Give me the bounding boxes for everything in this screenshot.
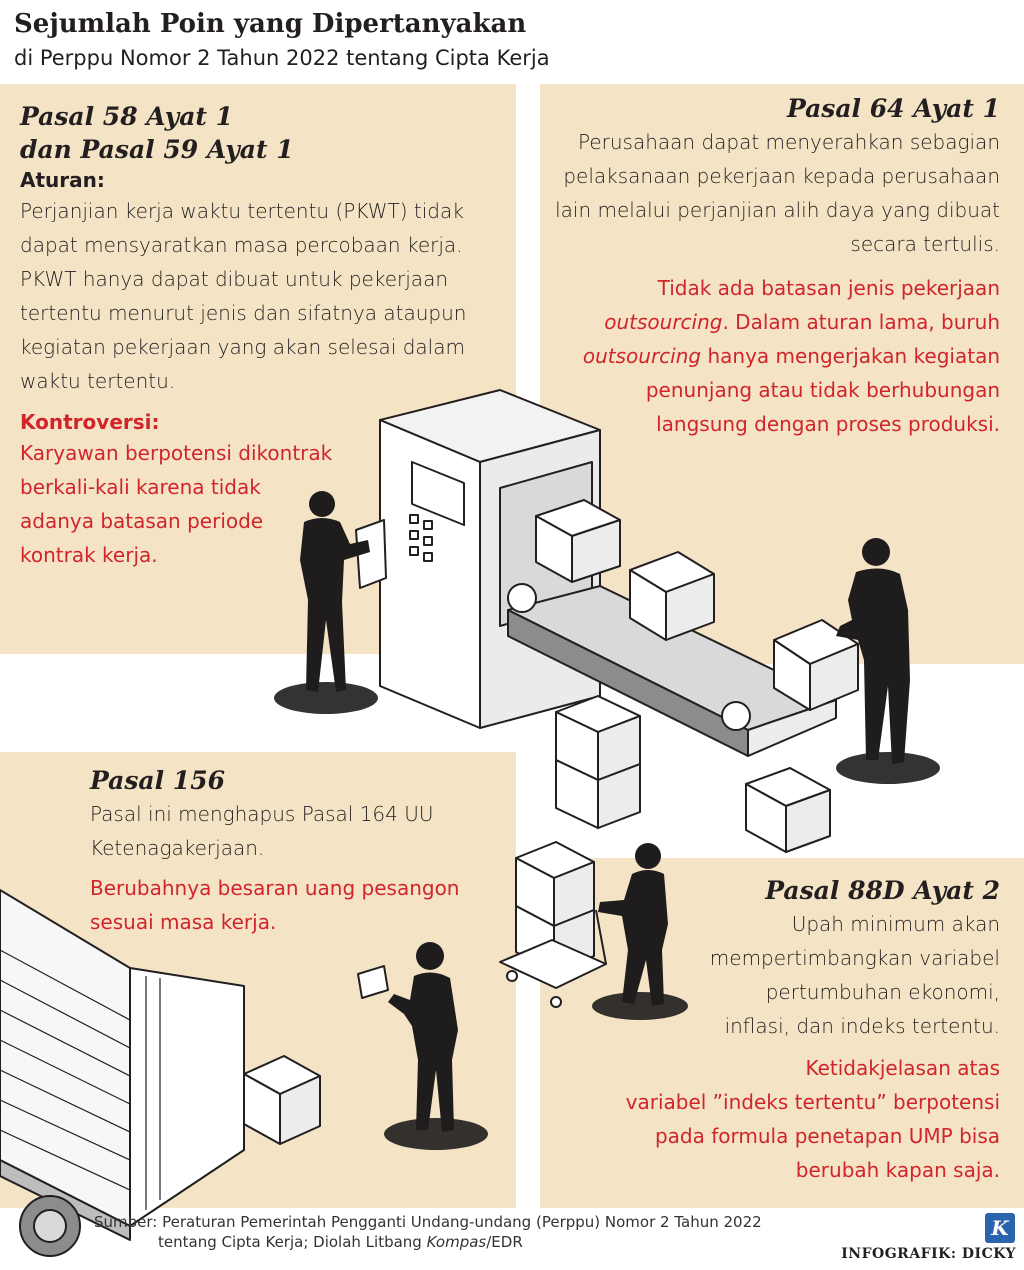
- controversy-line: berkali-kali karena tidak: [20, 475, 261, 499]
- controversy-line: adanya batasan periode: [20, 509, 264, 533]
- kompas-name: Kompas: [426, 1233, 487, 1251]
- controversy-line: Tidak ada batasan jenis pekerjaan: [657, 276, 1000, 300]
- controversy-line: pada formula penetapan UMP bisa: [654, 1124, 1000, 1148]
- rule-line: Ketenagakerjaan.: [90, 836, 265, 860]
- source-text: tentang Cipta Kerja; Diolah Litbang: [158, 1233, 427, 1251]
- panel-64-content: Pasal 64 Ayat 1 Perusahaan dapat menyera…: [400, 92, 1000, 441]
- panel-88d-content: Pasal 88D Ayat 2 Upah minimum akan mempe…: [520, 874, 1000, 1187]
- panel-64-rule: Perusahaan dapat menyerahkan sebagian pe…: [400, 125, 1000, 261]
- source-text: /EDR: [486, 1233, 523, 1251]
- controversy-line: penunjang atau tidak berhubungan: [645, 378, 1000, 402]
- rule-line: dapat mensyaratkan masa percobaan kerja.: [20, 233, 463, 257]
- panel-88d-rule: Upah minimum akan mempertimbangkan varia…: [520, 907, 1000, 1043]
- controversy-line: outsourcing hanya mengerjakan kegiatan: [400, 339, 1000, 373]
- controversy-line: Berubahnya besaran uang pesangon: [90, 876, 460, 900]
- stacked-boxes: [555, 695, 831, 853]
- rule-line: Pasal ini menghapus Pasal 164 UU: [90, 802, 434, 826]
- rule-line: tertentu menurut jenis dan sifatnya atau…: [20, 301, 467, 325]
- panel-88d-title: Pasal 88D Ayat 2: [765, 876, 1000, 905]
- rule-line: waktu tertentu.: [20, 369, 176, 393]
- source-line-2: tentang Cipta Kerja; Diolah Litbang Komp…: [94, 1232, 762, 1252]
- rule-line: Upah minimum akan: [791, 912, 1000, 936]
- infographic-credit: INFOGRAFIK: DICKY: [841, 1246, 1016, 1262]
- panel-58-title-line1: Pasal 58 Ayat 1: [20, 102, 234, 131]
- panel-58-controversy: Karyawan berpotensi dikontrak berkali-ka…: [20, 436, 466, 572]
- rule-line: pertumbuhan ekonomi,: [765, 980, 1000, 1004]
- panel-156-title: Pasal 156: [90, 766, 225, 795]
- rule-line: PKWT hanya dapat dibuat untuk pekerjaan: [20, 267, 448, 291]
- rule-label: Aturan:: [20, 168, 105, 192]
- controversy-line: kontrak kerja.: [20, 543, 158, 567]
- rule-line: pelaksanaan pekerjaan kepada perusahaan: [563, 164, 1000, 188]
- panel-64-controversy: Tidak ada batasan jenis pekerjaan outsou…: [400, 271, 1000, 441]
- controversy-line: sesuai masa kerja.: [90, 910, 277, 934]
- controversy-line: langsung dengan proses produksi.: [656, 412, 1000, 436]
- panel-64-title: Pasal 64 Ayat 1: [786, 94, 1000, 123]
- controversy-line: variabel ”indeks tertentu” berpotensi: [625, 1090, 1000, 1114]
- panel-pasal-58: Pasal 58 Ayat 1 dan Pasal 59 Ayat 1 Atur…: [0, 84, 516, 654]
- controversy-line: Karyawan berpotensi dikontrak: [20, 441, 333, 465]
- kompas-logo-icon: K: [985, 1213, 1015, 1243]
- panel-58-title-line2: dan Pasal 59 Ayat 1: [20, 135, 294, 164]
- infographic-subtitle: di Perppu Nomor 2 Tahun 2022 tentang Cip…: [14, 46, 550, 70]
- infographic-title: Sejumlah Poin yang Dipertanyakan: [14, 9, 527, 39]
- rule-line: lain melalui perjanjian alih daya yang d…: [555, 198, 1000, 222]
- controversy-label: Kontroversi:: [20, 410, 160, 434]
- outsourcing-term: outsourcing: [604, 310, 723, 334]
- panel-156-content: Pasal 156 Pasal ini menghapus Pasal 164 …: [90, 764, 459, 939]
- panel-156-rule: Pasal ini menghapus Pasal 164 UU Ketenag…: [90, 797, 459, 865]
- source-note: Sumber: Peraturan Pemerintah Pengganti U…: [94, 1212, 762, 1252]
- controversy-text: . Dalam aturan lama, buruh: [722, 310, 1000, 334]
- rule-line: Perjanjian kerja waktu tertentu (PKWT) t…: [20, 199, 464, 223]
- rule-line: secara tertulis.: [850, 232, 1000, 256]
- panel-58-rule: Perjanjian kerja waktu tertentu (PKWT) t…: [20, 194, 466, 398]
- controversy-line: Ketidakjelasan atas: [805, 1056, 1000, 1080]
- controversy-line: berubah kapan saja.: [795, 1158, 1000, 1182]
- controversy-text: hanya mengerjakan kegiatan: [701, 344, 1000, 368]
- source-line-1: Sumber: Peraturan Pemerintah Pengganti U…: [94, 1213, 762, 1231]
- panel-156-controversy: Berubahnya besaran uang pesangon sesuai …: [90, 871, 459, 939]
- rule-line: kegiatan pekerjaan yang akan selesai dal…: [20, 335, 465, 359]
- controversy-line: outsourcing. Dalam aturan lama, buruh: [400, 305, 1000, 339]
- outsourcing-term: outsourcing: [582, 344, 702, 368]
- panel-88d-controversy: Ketidakjelasan atas variabel ”indeks ter…: [520, 1051, 1000, 1187]
- rule-line: inflasi, dan indeks tertentu.: [724, 1014, 1000, 1038]
- rule-line: Perusahaan dapat menyerahkan sebagian: [578, 130, 1000, 154]
- rule-line: mempertimbangkan variabel: [709, 946, 1000, 970]
